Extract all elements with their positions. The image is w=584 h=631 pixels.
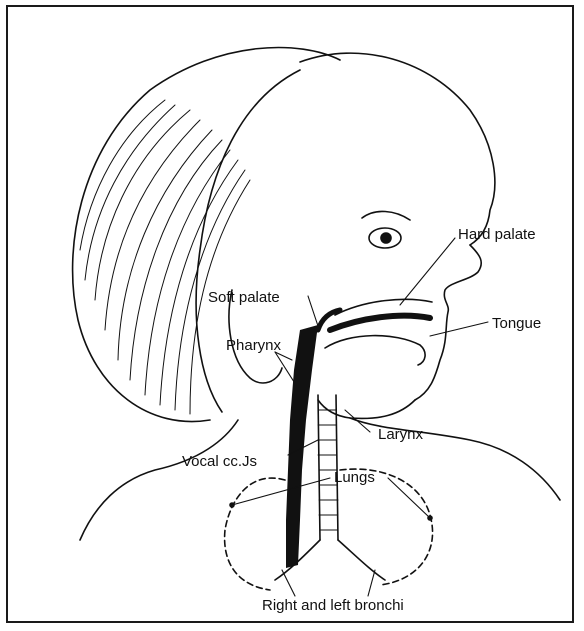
label-lungs: Lungs bbox=[334, 470, 375, 485]
lung-left-outline bbox=[225, 478, 285, 590]
leader-hard-palate bbox=[400, 238, 455, 305]
hair-inner-outline bbox=[196, 70, 300, 412]
label-tongue: Tongue bbox=[492, 316, 541, 331]
leader-soft-palate bbox=[308, 296, 318, 326]
face-profile bbox=[415, 245, 481, 400]
pharynx-tube bbox=[286, 325, 318, 568]
label-larynx: Larynx bbox=[378, 427, 423, 442]
leader-lungs-right bbox=[388, 478, 430, 518]
label-pharynx: Pharynx bbox=[226, 338, 281, 353]
hard-palate-line bbox=[335, 299, 432, 315]
leader-tongue bbox=[430, 322, 488, 336]
jaw-line bbox=[318, 400, 415, 418]
leader-bronchi-left bbox=[282, 570, 295, 596]
tongue-shape bbox=[325, 336, 425, 365]
label-vocal-cords: Vocal cc.Js bbox=[182, 454, 257, 469]
neck-outline bbox=[80, 420, 238, 540]
hair-strands bbox=[80, 100, 250, 414]
lung-right-outline bbox=[340, 469, 433, 585]
head-outline bbox=[300, 53, 495, 245]
label-bronchi: Right and left bronchi bbox=[262, 598, 404, 613]
pupil bbox=[381, 233, 391, 243]
leader-larynx bbox=[345, 410, 370, 432]
label-soft-palate: Soft palate bbox=[208, 290, 280, 305]
leader-bronchi-right bbox=[368, 570, 375, 596]
trachea bbox=[318, 395, 338, 540]
eyebrow bbox=[362, 211, 410, 220]
leader-lungs-left bbox=[232, 478, 330, 505]
oral-cavity bbox=[330, 316, 430, 330]
label-hard-palate: Hard palate bbox=[458, 227, 536, 242]
